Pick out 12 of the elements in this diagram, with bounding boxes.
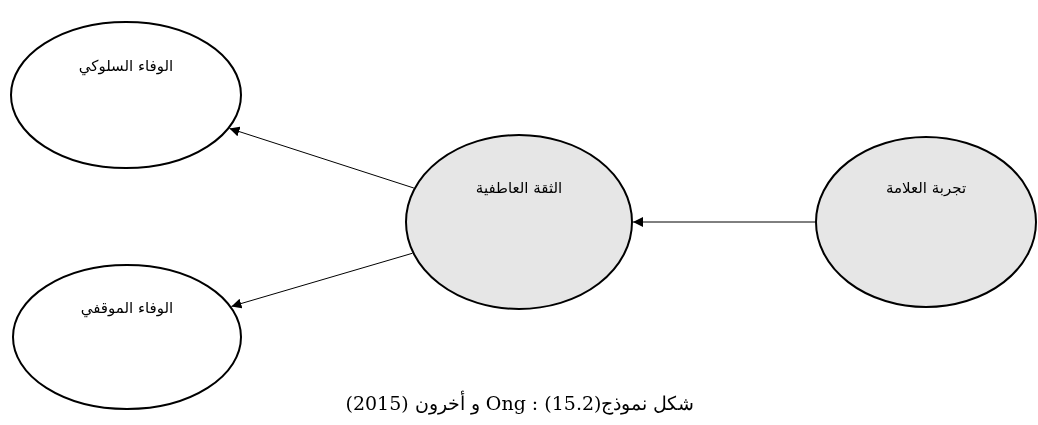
figure-caption: شكل نموذج(15.2) : Ong و أخرون (2015) [344, 392, 696, 414]
node-label: الوفاء السلوكي [77, 56, 175, 75]
arrow [230, 252, 413, 309]
node-label: تجربة العلامة [884, 179, 968, 198]
arrow [229, 126, 415, 189]
node-label: الثقة العاطفية [474, 178, 564, 197]
node-label: الوفاء الموقفي [79, 299, 175, 318]
ellipse-node [815, 136, 1037, 308]
ellipse-node [10, 21, 242, 169]
ellipse-node [12, 264, 242, 410]
ellipse-node [405, 134, 633, 310]
arrow [632, 217, 816, 227]
